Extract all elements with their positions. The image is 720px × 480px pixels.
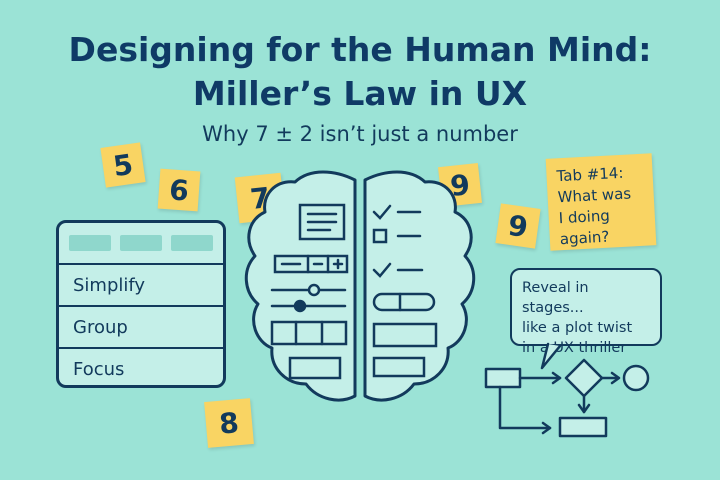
flow-start-box <box>484 367 522 389</box>
subtitle: Why 7 ± 2 isn’t just a number <box>202 122 518 146</box>
flow-arrowhead <box>541 421 552 435</box>
menu-item-group: Group <box>59 307 223 349</box>
page-title: Designing for the Human Mind: Miller’s L… <box>0 28 720 116</box>
flow-arrow <box>498 385 552 430</box>
menu-item-focus: Focus <box>73 358 125 380</box>
title-line-1: Designing for the Human Mind: <box>68 30 652 69</box>
flow-arrowhead <box>551 371 562 385</box>
flow-arrowhead <box>577 403 591 414</box>
menu-panel: Simplify Group Focus <box>56 220 226 388</box>
panel-tab <box>120 235 162 251</box>
menu-item-simplify: Simplify <box>59 265 223 307</box>
flow-decision-diamond <box>564 358 604 398</box>
panel-tab-bar <box>59 223 223 265</box>
bubble-line: like a plot twist <box>522 320 633 336</box>
bubble-tail <box>540 342 562 370</box>
flow-bottom-box <box>558 416 608 438</box>
bubble-line: Reveal in stages... <box>522 280 589 316</box>
panel-tab <box>171 235 213 251</box>
flow-end-circle <box>622 364 650 392</box>
panel-tab <box>69 235 111 251</box>
title-line-2: Miller’s Law in UX <box>192 74 528 113</box>
speech-bubble: Reveal in stages... like a plot twist in… <box>510 268 662 356</box>
flow-arrowhead <box>610 371 621 385</box>
